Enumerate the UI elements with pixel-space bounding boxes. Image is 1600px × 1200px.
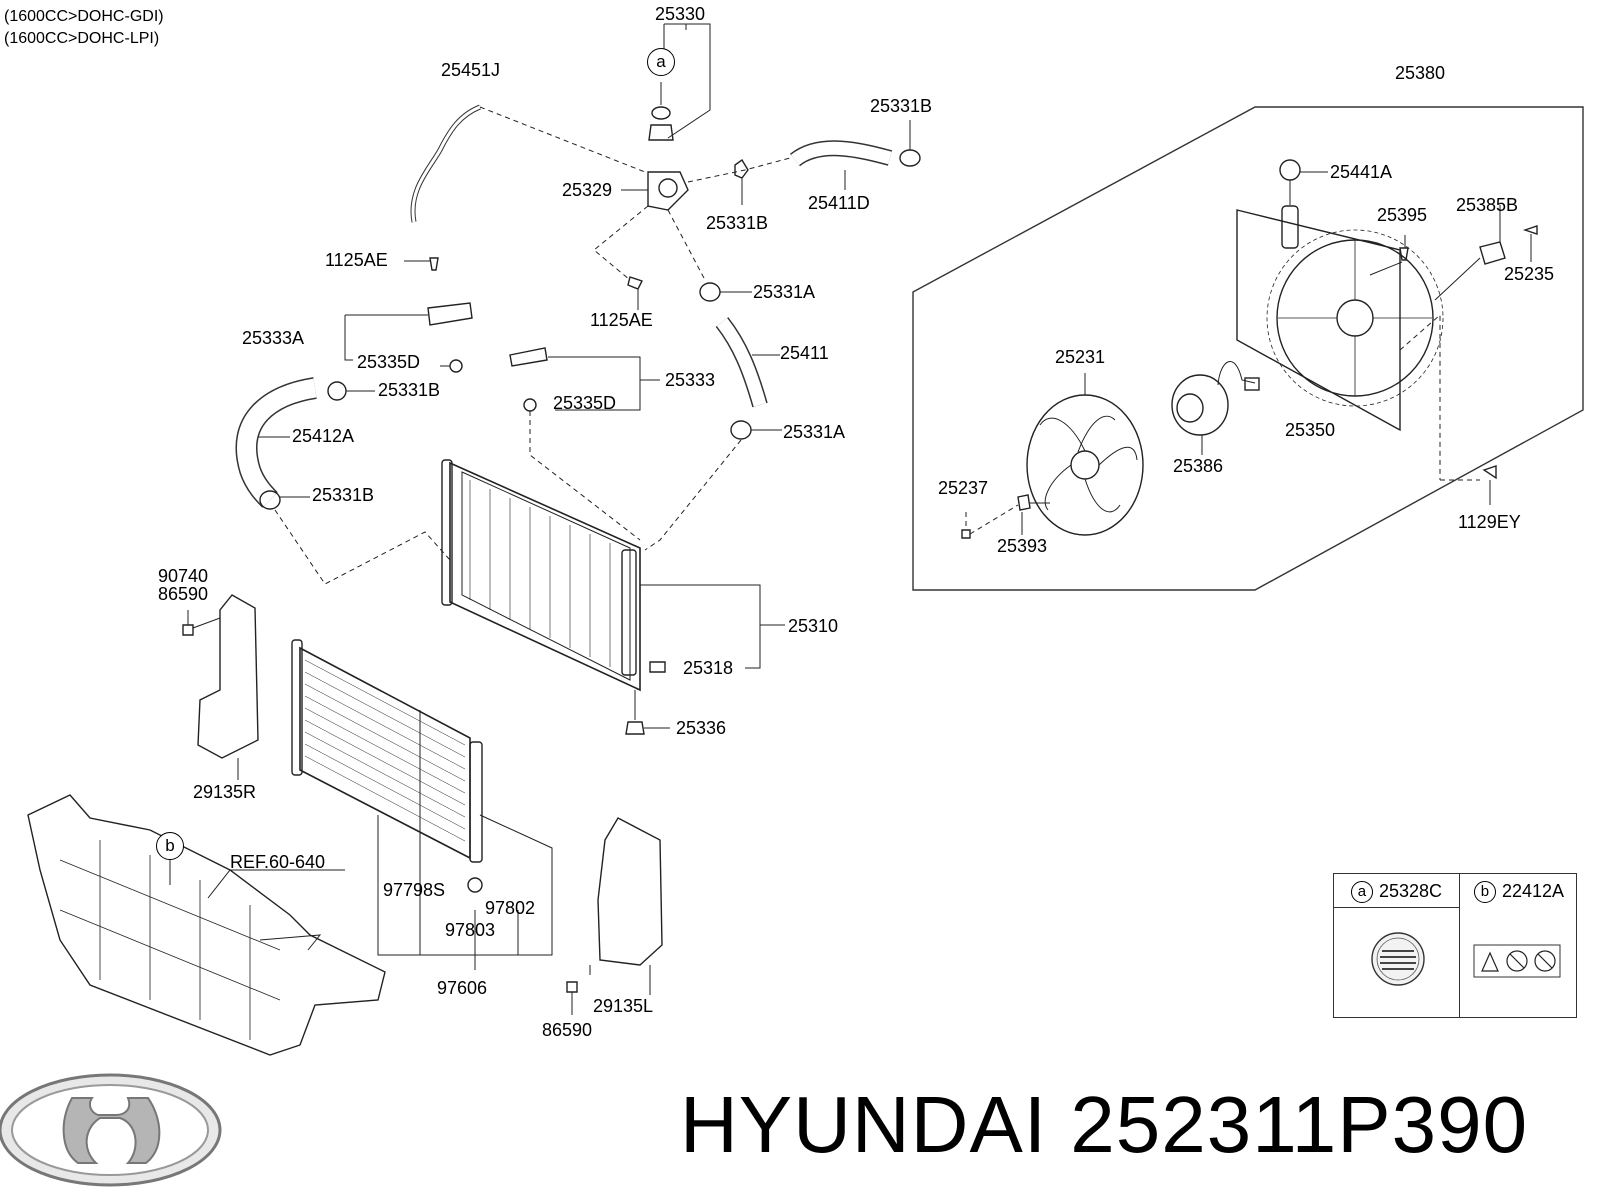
label-25331a-mid: 25331A xyxy=(783,422,846,442)
label-25333: 25333 xyxy=(665,370,716,390)
screw-25235 xyxy=(1522,225,1538,235)
clamp-25331a-mid xyxy=(730,420,752,440)
bracket-25333 xyxy=(509,347,548,367)
bolt-86590-top xyxy=(182,624,194,636)
label-1125ae-mid: 1125AE xyxy=(590,310,653,330)
resistor-25385b xyxy=(1479,241,1506,265)
bushing-25335d-mid xyxy=(523,398,537,412)
fan-motor-25386 xyxy=(1171,361,1260,436)
label-97606: 97606 xyxy=(437,978,488,998)
clamp-25331b-left xyxy=(327,381,347,401)
label-25329: 25329 xyxy=(562,180,613,200)
label-25411d: 25411D xyxy=(808,193,870,213)
label-sticker-icon xyxy=(1371,932,1425,986)
brand-name: HYUNDAI xyxy=(680,1080,1048,1169)
label-86590-top: 86590 xyxy=(158,584,209,604)
label-25331a-top: 25331A xyxy=(753,282,816,302)
fan-shroud-25350 xyxy=(1236,205,1444,432)
hose-25451j xyxy=(410,104,482,223)
label-ref-60-640: REF.60-640 xyxy=(230,852,326,872)
label-25393: 25393 xyxy=(997,536,1048,556)
label-25451j: 25451J xyxy=(441,60,501,80)
label-25350: 25350 xyxy=(1285,420,1336,440)
part-number: 252311P390 xyxy=(1070,1080,1529,1169)
drain-plug-25318 xyxy=(649,661,666,673)
label-25335d-left: 25335D xyxy=(357,352,421,372)
label-97802: 97802 xyxy=(485,898,536,918)
legend-part-b: 22412A xyxy=(1501,881,1565,901)
label-25411: 25411 xyxy=(780,343,829,363)
label-25385b: 25385B xyxy=(1456,195,1519,215)
label-25412a: 25412A xyxy=(292,426,355,446)
callout-a: a xyxy=(647,48,675,76)
label-25395: 25395 xyxy=(1377,205,1428,225)
bolt-1125ae-mid xyxy=(627,276,643,290)
label-25333a: 25333A xyxy=(242,328,305,348)
label-25237: 25237 xyxy=(938,478,989,498)
nut-25237 xyxy=(961,529,971,539)
label-97798s: 97798S xyxy=(383,880,446,900)
label-25318: 25318 xyxy=(683,658,734,678)
label-1129ey: 1129EY xyxy=(1458,512,1521,532)
label-25310: 25310 xyxy=(788,616,839,636)
clamp-25331b-mid xyxy=(734,158,749,179)
air-guard-29135l xyxy=(597,817,663,966)
label-86590-bot: 86590 xyxy=(542,1020,593,1040)
bolt-86590-bot xyxy=(566,981,578,993)
air-guard-29135r xyxy=(197,594,259,759)
clamp-25331a-top xyxy=(699,282,721,302)
bolt-1125ae-left xyxy=(429,257,439,271)
label-90740: 90740 xyxy=(158,566,209,586)
brand-footer: HYUNDAI 252311P390 xyxy=(680,1080,1528,1170)
label-25335d-mid: 25335D xyxy=(553,393,617,413)
cap-25330 xyxy=(648,124,674,141)
clamp-25331b-low xyxy=(259,490,281,510)
cooling-fan-25231 xyxy=(1026,394,1144,536)
legend-divider xyxy=(1334,907,1459,908)
washer-25393 xyxy=(1017,494,1031,511)
engine-note-gdi: (1600CC>DOHC-GDI) xyxy=(4,8,164,25)
hyundai-logo-icon xyxy=(0,1073,222,1187)
screw-1129ey xyxy=(1482,465,1497,480)
cap-a xyxy=(651,106,671,120)
fan-assembly-frame xyxy=(912,106,1584,591)
legend-part-a: 25328C xyxy=(1378,881,1443,901)
legend-marker-b: b xyxy=(1473,881,1496,904)
clamp-25331b-top xyxy=(899,149,921,167)
front-end-carrier xyxy=(27,794,386,1056)
outlet-25329 xyxy=(647,171,689,211)
label-97803: 97803 xyxy=(445,920,496,940)
label-25331b-top: 25331B xyxy=(870,96,933,116)
label-25331b-mid: 25331B xyxy=(706,213,769,233)
label-1125ae-left: 1125AE xyxy=(325,250,388,270)
bushing-25335d-left xyxy=(449,359,463,373)
bracket-25333a xyxy=(427,302,473,326)
radiator-25310 xyxy=(441,459,641,692)
label-29135r: 29135R xyxy=(193,782,257,802)
callout-b: b xyxy=(156,832,184,860)
condenser-97606 xyxy=(291,639,483,863)
label-25380: 25380 xyxy=(1395,63,1446,83)
label-25235: 25235 xyxy=(1504,264,1555,284)
engine-note-lpi: (1600CC>DOHC-LPI) xyxy=(4,30,160,47)
legend-marker-a: a xyxy=(1350,881,1373,904)
label-25231: 25231 xyxy=(1055,347,1106,367)
label-25441a: 25441A xyxy=(1330,162,1393,182)
label-25330: 25330 xyxy=(655,4,706,24)
cap-25441a xyxy=(1279,159,1301,181)
label-25331b-left: 25331B xyxy=(378,380,441,400)
label-25331b-low: 25331B xyxy=(312,485,375,505)
label-25386: 25386 xyxy=(1173,456,1224,476)
label-29135l: 29135L xyxy=(593,996,654,1016)
warning-label-icon xyxy=(1473,944,1561,978)
label-25336: 25336 xyxy=(676,718,727,738)
cap-25336 xyxy=(625,721,645,735)
cap-97802 xyxy=(467,877,483,893)
